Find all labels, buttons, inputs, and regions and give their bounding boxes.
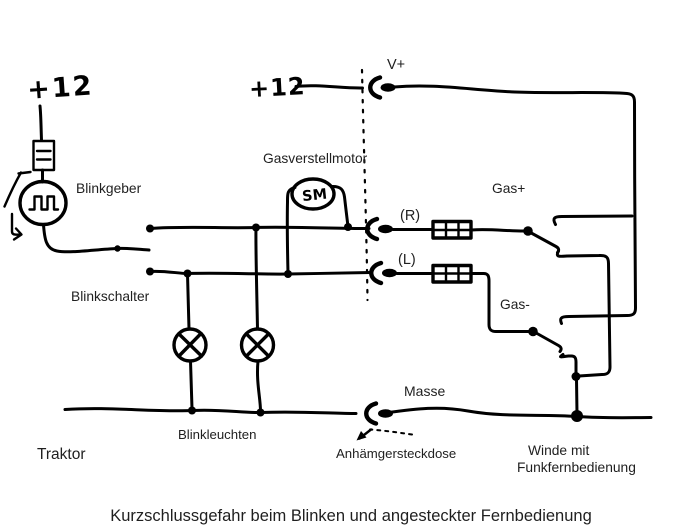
blinkschalter-and-lines: [146, 223, 373, 278]
lamp-icon-left: [172, 327, 208, 363]
ground-line: [63, 406, 653, 422]
gas-minus-label: Gas-: [500, 297, 530, 312]
lamp-icon-right: [239, 327, 276, 363]
supply-socket-label: +12: [248, 72, 306, 103]
anhaengersteckdose-label: Anhämgersteckdose: [336, 446, 456, 461]
socket-pointer-arrowhead: [356, 431, 367, 441]
vplus-wire-right-and-rail: [392, 84, 637, 325]
socket-pointer-dashed-tail: [369, 428, 413, 436]
indicator-lamps: [172, 226, 276, 413]
fuse-icon-left-line: [431, 263, 473, 284]
winde-label-line1: Winde mit: [528, 443, 589, 458]
annotation-arrow: [3, 170, 32, 241]
vplus-wire-left: [294, 84, 364, 90]
trailer-socket-boundary: [356, 68, 413, 441]
caption: Kurzschlussgefahr beim Blinken und anges…: [110, 507, 592, 525]
winch-remote-switches: [523, 226, 612, 415]
flasher-output-wire: [42, 223, 151, 254]
plug-connector-icon-left: [369, 260, 397, 286]
supply-drop-wire: [38, 104, 43, 142]
gas-minus-branch: [395, 263, 534, 333]
masse-label: Masse: [404, 383, 445, 399]
upper-fixed-contact-wire: [552, 214, 634, 226]
left-signal-line: [148, 269, 373, 276]
motor-icon: [290, 177, 336, 211]
pulse-symbol: [28, 195, 60, 211]
lamp-left-drop-wire: [186, 272, 191, 331]
winde-label-line2: Funkfernbedienung: [517, 460, 636, 475]
plug-connector-icon-vplus: [368, 75, 396, 100]
lamp-left-ground-wire: [189, 359, 194, 410]
upper-switch-lower-contact-wire: [555, 249, 612, 378]
gas-plus-branch: [391, 219, 529, 240]
vplus-feed: [294, 84, 637, 325]
blinkgeber-label: Blinkgeber: [76, 181, 142, 196]
gas-minus-wire: [470, 272, 534, 333]
lamp-right-ground-wire: [256, 359, 262, 413]
fuse-icon-right-line: [431, 219, 473, 240]
flasher-supply-branch: [3, 104, 151, 254]
contact-right-label: (R): [400, 208, 420, 224]
flasher-relay-icon: [18, 179, 68, 227]
gasverstellmotor-label: Gasverstellmotor: [263, 151, 368, 166]
blinkschalter-label: Blinkschalter: [71, 289, 150, 304]
gasverstellmotor-branch: [285, 177, 350, 275]
upper-switch-blade: [527, 230, 561, 254]
motor-left-leg-wire: [285, 186, 297, 275]
traktor-label: Traktor: [37, 446, 86, 463]
fuse-icon-supply: [32, 139, 56, 172]
lower-switch-to-ground-wire: [559, 353, 578, 376]
supply-left-label: +12: [26, 70, 94, 106]
ground-wire-winch: [379, 406, 653, 420]
motor-right-leg-wire: [330, 184, 350, 228]
blinkleuchten-label: Blinkleuchten: [178, 427, 256, 442]
contact-left-label: (L): [398, 252, 416, 268]
lamp-right-drop-wire: [254, 226, 259, 331]
ground-wire-tractor: [63, 407, 358, 415]
vplus-label: V+: [387, 57, 405, 73]
lower-switch-blade: [532, 330, 563, 353]
plug-connector-icon-right: [365, 216, 393, 242]
socket-boundary-dashed-line: [360, 68, 369, 302]
motor-symbol-label: SM: [301, 187, 327, 206]
gas-plus-label: Gas+: [492, 181, 525, 196]
ground-drop-wire: [575, 377, 579, 415]
